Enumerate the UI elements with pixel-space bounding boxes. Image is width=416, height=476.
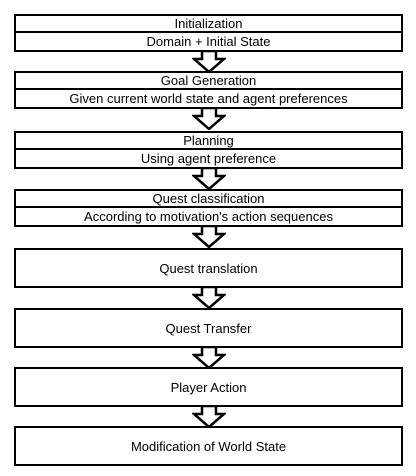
step-modification-of-world-state: Modification of World State	[14, 426, 403, 466]
step-title: Quest Transfer	[165, 320, 252, 336]
step-subtitle: According to motivation's action sequenc…	[84, 209, 333, 224]
down-arrow-icon	[192, 168, 226, 190]
step-quest-classification: Quest classification According to motiva…	[14, 189, 403, 227]
step-subtitle: Domain + Initial State	[146, 34, 271, 49]
down-arrow-icon	[192, 287, 226, 309]
step-initialization: Initialization Domain + Initial State	[14, 14, 403, 52]
down-arrow-icon	[192, 406, 226, 428]
step-quest-transfer: Quest Transfer	[14, 308, 403, 348]
step-title: Quest classification	[16, 191, 401, 208]
down-arrow-icon	[192, 51, 226, 73]
step-title: Goal Generation	[16, 73, 401, 90]
step-title: Player Action	[170, 379, 247, 395]
step-subtitle: Using agent preference	[140, 151, 277, 166]
down-arrow-icon	[192, 226, 226, 248]
step-goal-generation: Goal Generation Given current world stat…	[14, 71, 403, 109]
down-arrow-icon	[192, 347, 226, 369]
step-quest-translation: Quest translation	[14, 248, 403, 288]
step-title: Modification of World State	[130, 438, 287, 454]
step-title: Quest translation	[159, 260, 258, 276]
down-arrow-icon	[192, 108, 226, 130]
step-subtitle: Given current world state and agent pref…	[69, 91, 348, 106]
step-title: Initialization	[16, 16, 401, 33]
step-planning: Planning Using agent preference	[14, 131, 403, 169]
step-title: Planning	[16, 133, 401, 150]
step-player-action: Player Action	[14, 367, 403, 407]
